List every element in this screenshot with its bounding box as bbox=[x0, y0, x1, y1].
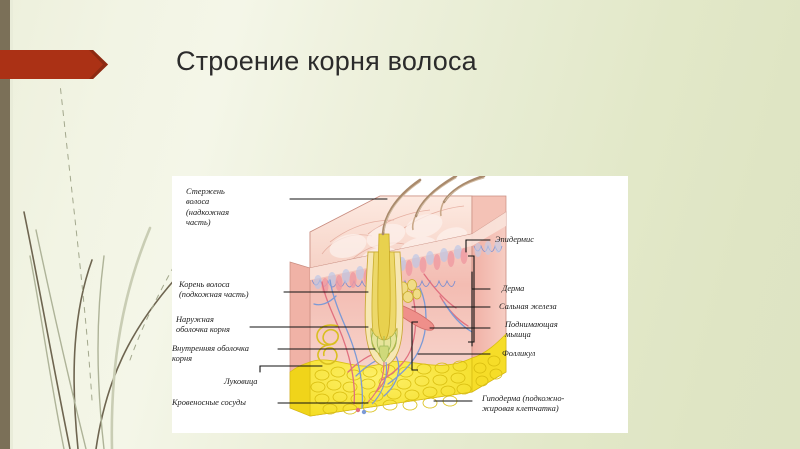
skin-hair-diagram bbox=[249, 176, 507, 417]
label-hypodermis: Гиподерма (подкожно- жировая клетчатка) bbox=[482, 394, 565, 414]
label-blood-vessels: Кровеносные сосуды bbox=[172, 398, 246, 407]
page-title: Строение корня волоса bbox=[176, 46, 477, 76]
left-edge-stripe bbox=[0, 0, 10, 449]
label-inner-root-sheath: Внутренняя оболочка корня bbox=[172, 344, 249, 364]
label-hair-bulb: Луковица bbox=[224, 377, 258, 386]
label-hair-shaft: Стержень волоса (надкожная часть) bbox=[186, 187, 229, 228]
label-dermis: Дерма bbox=[502, 284, 525, 293]
left-edge-stripe-light bbox=[10, 0, 13, 449]
label-epidermis: Эпидермис bbox=[495, 235, 534, 244]
label-arrector-pili: Поднимающая мышца bbox=[505, 320, 558, 340]
label-hair-root: Корень волоса (подкожная часть) bbox=[179, 280, 249, 300]
label-outer-root-sheath: Наружная оболочка корня bbox=[176, 315, 230, 335]
accent-arrow-banner bbox=[0, 50, 108, 79]
label-sebaceous-gland: Сальная железа bbox=[499, 302, 557, 311]
label-follicle: Фолликул bbox=[502, 349, 536, 358]
figure-panel: Стержень волоса (надкожная часть) Корень… bbox=[172, 176, 628, 433]
